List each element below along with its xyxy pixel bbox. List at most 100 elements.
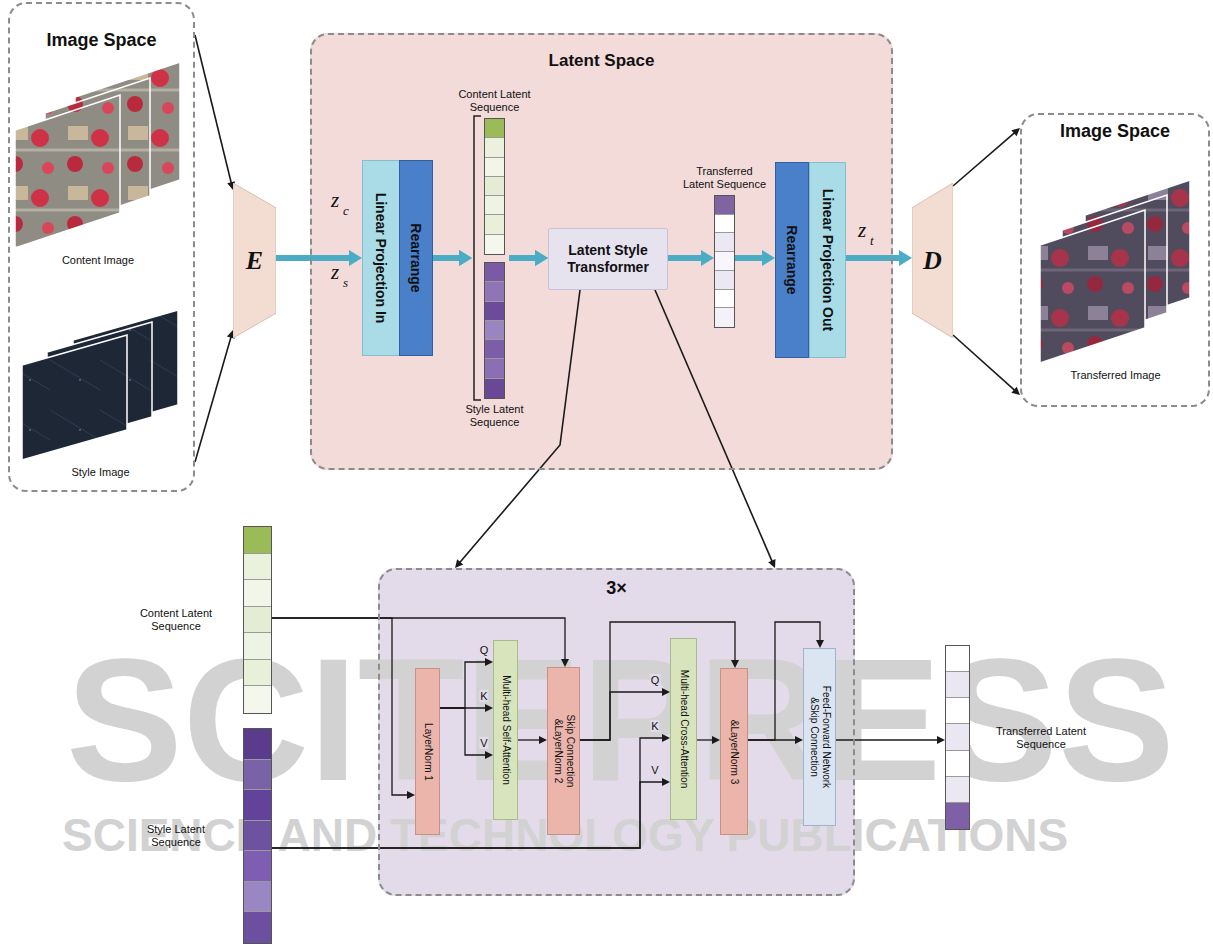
image-caption: Style Image (2, 466, 199, 479)
sequence-token (715, 215, 734, 234)
connector (953, 128, 1020, 186)
arrow-head (539, 736, 547, 744)
arrow-head (485, 751, 493, 759)
latent-sequence: Content Latent Sequence (484, 118, 505, 255)
coder-trapezoid: D (912, 183, 953, 338)
layer-box: Multi-head Self-Attention (493, 640, 518, 820)
module-name: Latent Style Transformer (555, 242, 661, 276)
layer-box: LayerNorm 1 (415, 668, 440, 835)
connector-line (668, 255, 702, 261)
sequence-token (244, 607, 271, 634)
arrow-head (795, 736, 803, 744)
connector (272, 618, 415, 799)
sequence-token (485, 379, 504, 398)
arrow-head (816, 640, 824, 648)
connector (668, 250, 714, 266)
sequence-token (946, 751, 969, 777)
sequence-token (244, 912, 271, 943)
sequence-token (244, 660, 271, 687)
connector-line (272, 782, 663, 848)
style-image (22, 335, 127, 460)
latent-variable: t (870, 234, 874, 247)
connector (836, 736, 945, 744)
module-box: Latent Style Transformer (548, 228, 668, 290)
panel-fill (8, 2, 195, 492)
connector (509, 250, 548, 266)
edge-label: Q (479, 644, 490, 656)
transferred-image (1040, 210, 1145, 363)
connector (953, 335, 1020, 395)
sequence-token (946, 646, 969, 672)
panel-region: Image SpaceTransferred Image (1020, 113, 1210, 407)
connector (580, 688, 670, 740)
panel-fill (310, 33, 893, 470)
connector (272, 778, 670, 848)
image-caption: Transferred Image (1020, 369, 1211, 382)
connector-line (953, 335, 1015, 390)
sequence-token (244, 686, 271, 713)
sequence-token (946, 724, 969, 750)
arrow-head (459, 250, 472, 266)
sequence-token (244, 821, 271, 852)
sequence-token (485, 235, 504, 254)
trapezoid-outline (233, 183, 276, 338)
arrow-head (662, 688, 670, 696)
latent-variable: z (331, 262, 339, 283)
arrow-head (535, 250, 548, 266)
sequence-token (485, 359, 504, 378)
connector-line (836, 739, 938, 740)
content-image-stack (15, 62, 180, 248)
sequence-token (946, 803, 969, 829)
arrow-head (459, 250, 472, 266)
latent-sequence: Content Latent Sequence (243, 526, 272, 714)
sequence-token (946, 777, 969, 803)
arrow-head (712, 736, 720, 744)
arrow-head (762, 250, 775, 266)
sequence-label: Transferred Latent Sequence (682, 165, 768, 191)
arrow-head (937, 736, 945, 744)
latent-sequence: Style Latent Sequence (243, 728, 272, 944)
connector (276, 250, 362, 266)
style-image-stack (22, 310, 178, 460)
arrow-head (899, 250, 912, 266)
sequence-label: Content Latent Sequence (130, 607, 222, 633)
image-caption: Content Image (0, 254, 201, 267)
sequence-token (715, 196, 734, 215)
connector-line (735, 255, 763, 261)
arrow-head (662, 778, 670, 786)
sequence-token (485, 138, 504, 157)
connector-line (509, 255, 536, 261)
connector (272, 734, 670, 848)
edge-label: Q (650, 674, 661, 686)
edge-label: V (650, 764, 659, 776)
sequence-token (485, 321, 504, 340)
connector (272, 618, 569, 667)
arrow-head (485, 658, 493, 666)
layer-name: LayerNorm 1 (422, 723, 434, 781)
connector-line (272, 618, 565, 660)
sequence-token (485, 302, 504, 321)
layer-box: Skip Connection &LayerNorm 2 (547, 667, 580, 835)
sequence-token (485, 282, 504, 301)
image-stack: Transferred Image (1040, 180, 1191, 364)
arrow-head (1011, 128, 1020, 136)
connector-line (697, 739, 713, 740)
edge-label: K (650, 720, 659, 732)
arrow-head (485, 704, 493, 712)
arrow-head (1011, 387, 1020, 395)
coder-trapezoid: E (233, 183, 276, 338)
latent-variable: c (343, 204, 349, 217)
sequence-token (244, 882, 271, 913)
panel-title: Image Space (1022, 121, 1208, 143)
connector-line (276, 255, 350, 261)
sequence-token (715, 271, 734, 290)
connector (433, 250, 472, 266)
arrow-head (561, 659, 569, 667)
sequence-token (715, 308, 734, 327)
sequence-label: Style Latent Sequence (130, 823, 222, 849)
sequence-token (946, 698, 969, 724)
